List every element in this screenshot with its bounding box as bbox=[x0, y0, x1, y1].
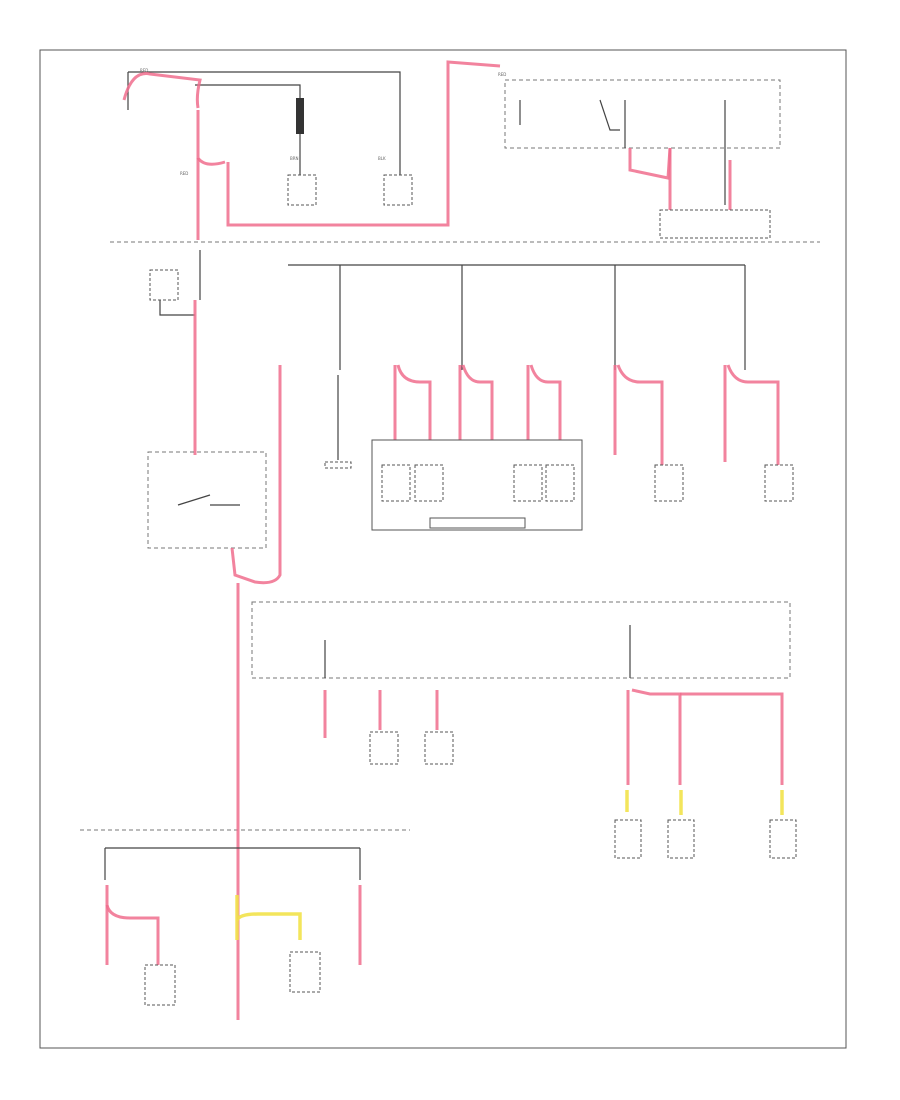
module bbox=[289, 951, 321, 993]
ignition-component bbox=[324, 461, 352, 469]
wire-label: RED bbox=[140, 68, 148, 73]
control-module bbox=[764, 464, 794, 502]
wire-label: BRN bbox=[290, 156, 299, 161]
sensor bbox=[614, 819, 642, 859]
relay-component bbox=[149, 269, 179, 301]
battery-generator-section: RED RED BRN BLK RED bbox=[122, 60, 506, 240]
fuse-relay-center bbox=[504, 79, 781, 239]
module bbox=[144, 964, 176, 1006]
starter bbox=[383, 174, 413, 206]
ignition-switch-section bbox=[147, 300, 282, 1020]
module bbox=[369, 731, 399, 765]
wire-label: BLK bbox=[378, 156, 386, 161]
fusible-link bbox=[296, 98, 304, 134]
sensor bbox=[667, 819, 695, 859]
diagram-frame bbox=[39, 49, 847, 1049]
wire-label: RED bbox=[180, 171, 188, 176]
control-module bbox=[654, 464, 684, 502]
ignition-switch bbox=[147, 451, 267, 549]
powertrain-control-module bbox=[659, 209, 771, 239]
lower-fuse-block bbox=[104, 847, 362, 1006]
fused-circuits bbox=[324, 364, 794, 531]
wire-label: RED bbox=[498, 72, 506, 77]
sensor bbox=[769, 819, 797, 859]
module bbox=[424, 731, 454, 765]
generator bbox=[287, 174, 317, 206]
secondary-fuse-block bbox=[251, 601, 797, 859]
fuse-block-bus bbox=[149, 250, 746, 370]
